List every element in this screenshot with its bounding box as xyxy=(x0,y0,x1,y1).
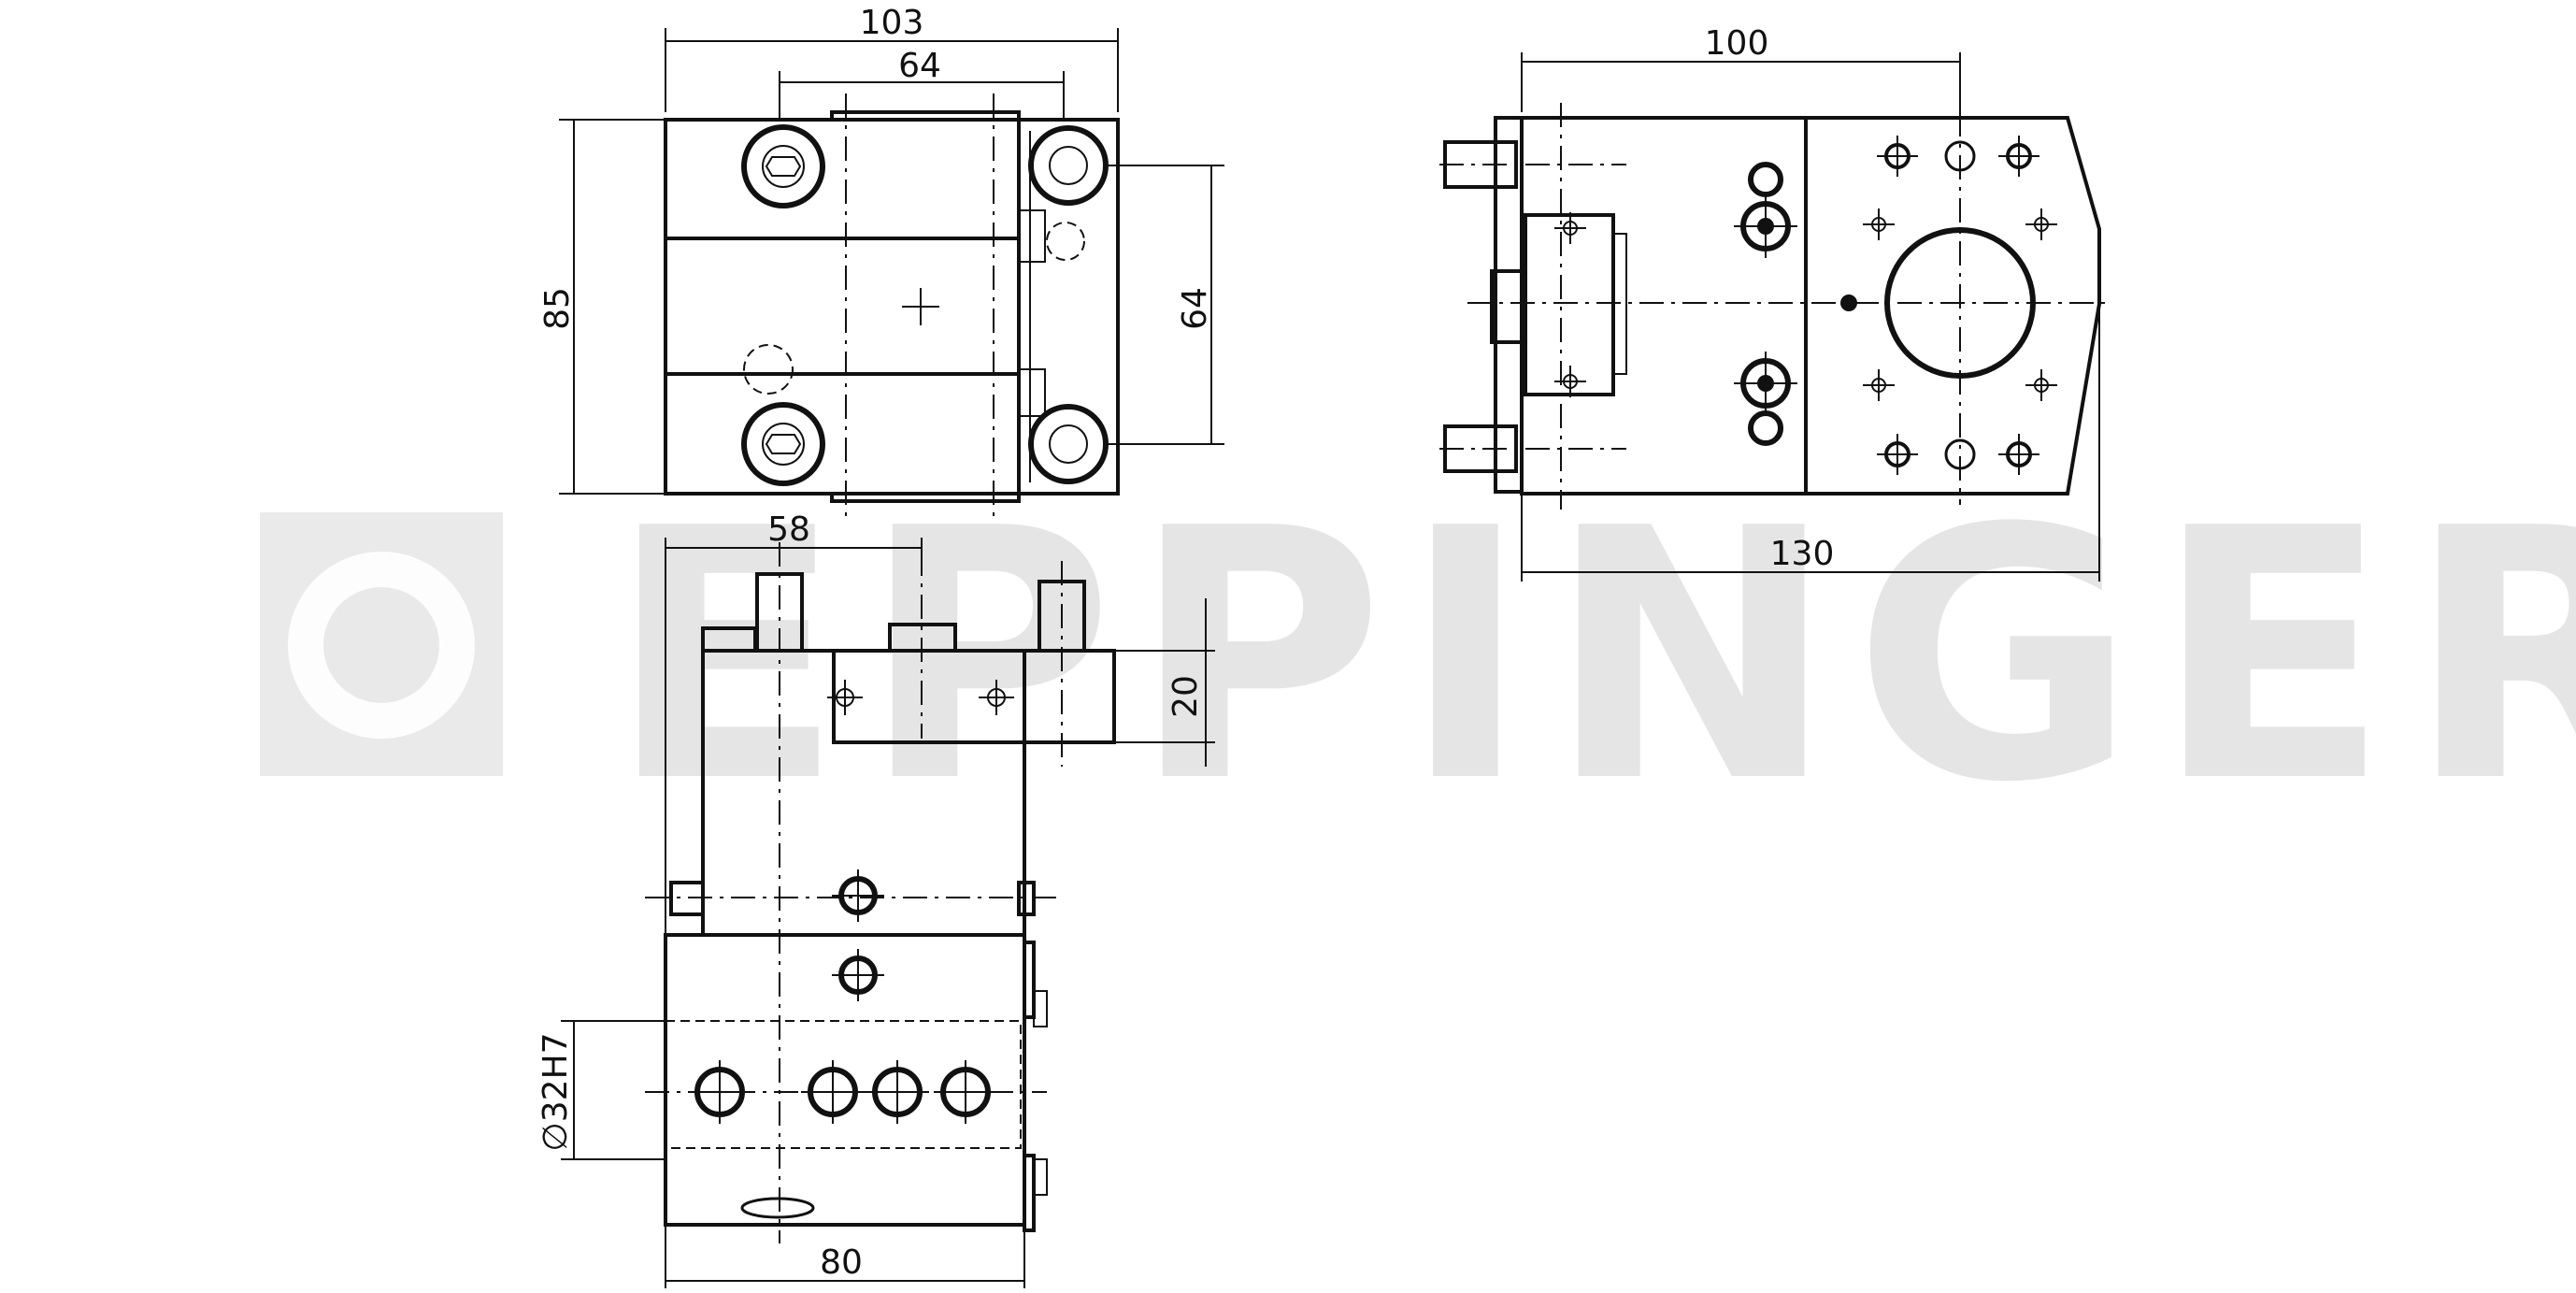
dim-label-bore: ∅32H7 xyxy=(537,1032,575,1151)
side-view-left-tab xyxy=(1490,269,1527,344)
bolt-head-inner-circle xyxy=(762,423,805,466)
watermark-logo-core xyxy=(323,587,439,703)
hidden-bore-right xyxy=(1046,222,1085,261)
bottom-slot xyxy=(740,1197,815,1219)
bolt-head-outer-circle xyxy=(1028,125,1109,206)
screw-head-small xyxy=(1748,162,1783,197)
top-view: 103 64 85 64 xyxy=(538,4,1224,519)
watermark: EPPINGER xyxy=(260,456,2576,858)
top-view-tab-lower xyxy=(1018,368,1046,417)
side-view-left-plate xyxy=(1494,116,1524,494)
bolt-head-bottom-right xyxy=(1028,404,1109,484)
top-view-bottom-ledge xyxy=(830,492,1021,503)
dowel-pin xyxy=(1840,295,1857,311)
adjust-screw-lower xyxy=(1734,352,1797,446)
bolt-head-inner-circle xyxy=(762,145,805,188)
screw-front-2 xyxy=(832,949,884,1001)
screw-head-small xyxy=(1748,410,1783,446)
bolt-head-inner-circle xyxy=(1049,146,1088,185)
adjust-screw-upper xyxy=(1734,162,1797,258)
bore-hidden-outline xyxy=(665,1020,1022,1149)
side-view: 100 130 xyxy=(1439,24,2112,582)
dim-label-100: 100 xyxy=(1705,24,1769,63)
screw-front-1 xyxy=(832,869,884,922)
hex-socket-icon xyxy=(765,156,802,177)
top-view-side-flange xyxy=(1017,118,1120,496)
hex-socket-icon xyxy=(765,434,802,454)
side-view-body xyxy=(1520,116,2101,496)
bolt-head-top-left xyxy=(741,124,825,208)
bolt-head-outer-circle xyxy=(741,124,825,208)
bolt-head-outer-circle xyxy=(1028,404,1109,484)
dim-label-58: 58 xyxy=(767,510,810,549)
top-view-top-ledge xyxy=(830,110,1021,122)
dim-label-103: 103 xyxy=(860,4,924,42)
dim-label-64-top: 64 xyxy=(898,47,941,85)
bolt-head-inner-circle xyxy=(1049,424,1088,464)
dim-label-130: 130 xyxy=(1770,535,1835,573)
front-view: 58 20 ∅32H7 80 xyxy=(537,510,1215,1288)
bolt-head-bottom-left xyxy=(741,402,825,486)
dim-label-85: 85 xyxy=(538,287,577,330)
hidden-bore-left xyxy=(743,344,794,395)
bolt-head-outer-circle xyxy=(741,402,825,486)
side-nub-lower xyxy=(1033,1158,1048,1196)
dim-label-20: 20 xyxy=(1166,675,1205,718)
top-view-tab-upper xyxy=(1018,209,1046,263)
side-nub-upper xyxy=(1033,990,1048,1027)
dim-label-80: 80 xyxy=(820,1243,863,1282)
side-tab-right-upper xyxy=(1023,941,1036,1019)
watermark-text: EPPINGER xyxy=(608,456,2576,858)
dim-label-64-right: 64 xyxy=(1176,287,1214,330)
side-tab-right-lower xyxy=(1023,1154,1036,1232)
bolt-head-top-right xyxy=(1028,125,1109,206)
